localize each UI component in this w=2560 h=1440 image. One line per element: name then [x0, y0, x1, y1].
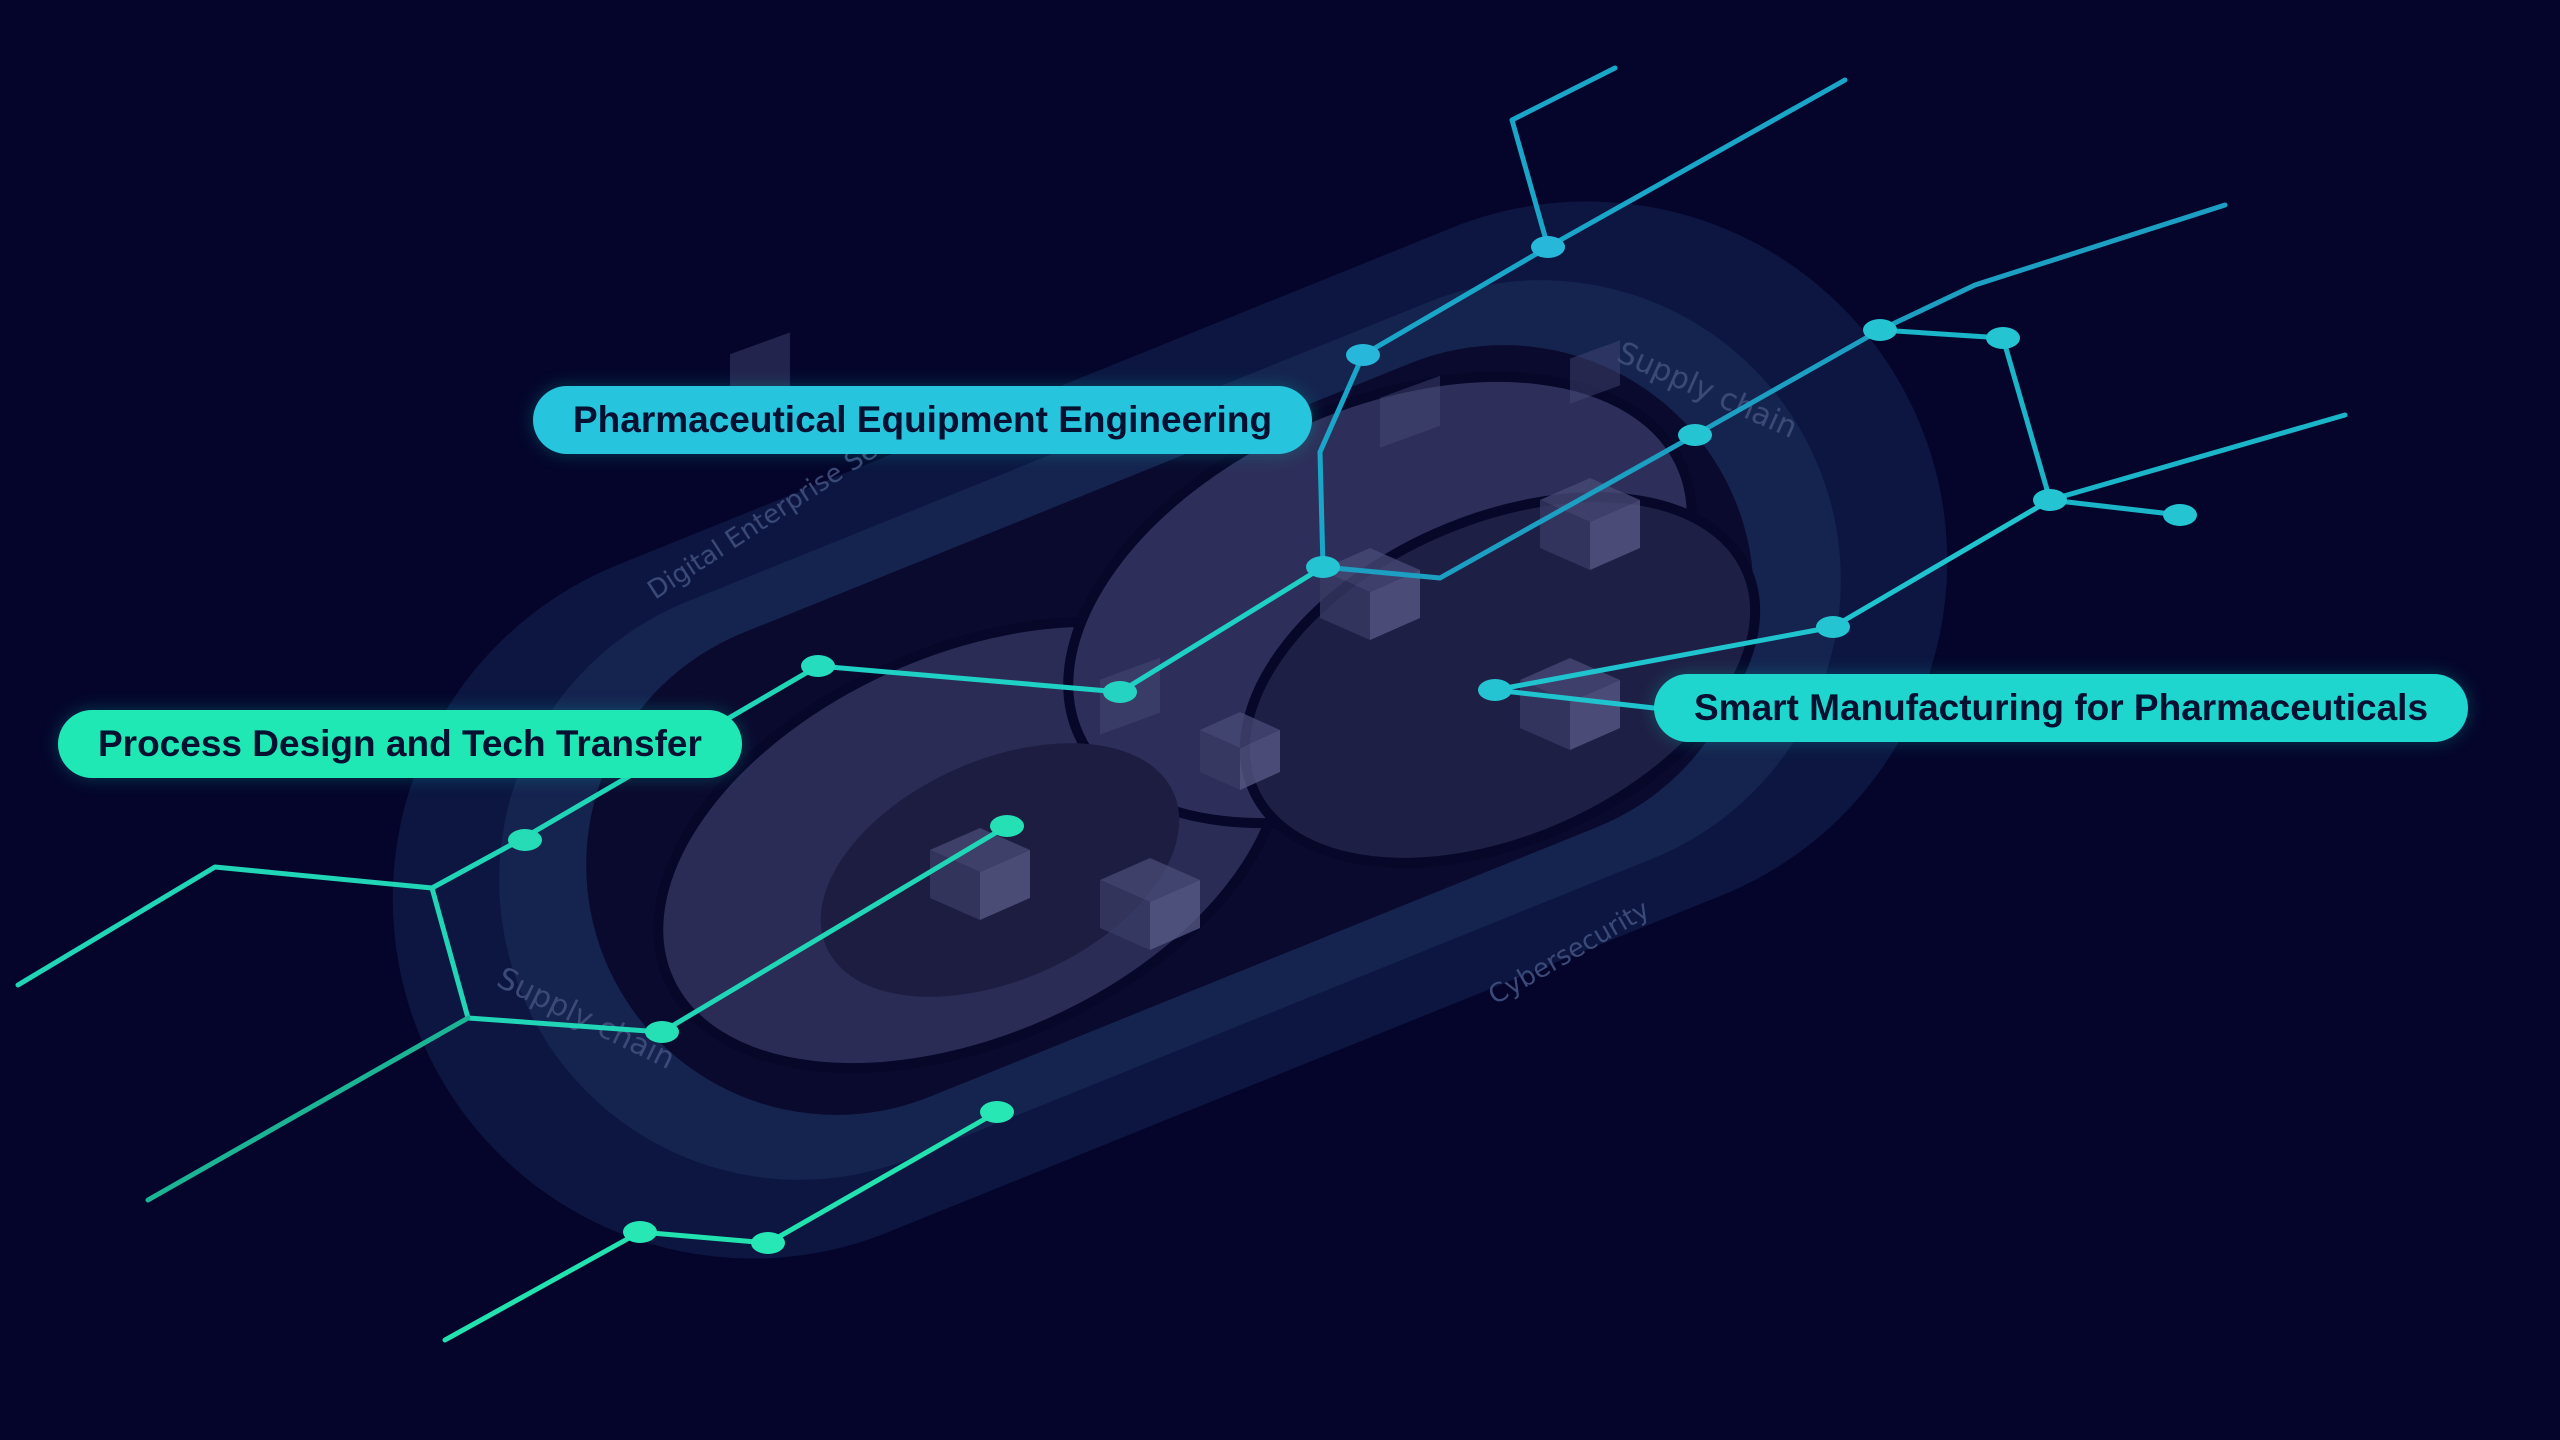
network-nodes [508, 236, 2197, 1254]
network-lines [15, 65, 2348, 1343]
line-smart-top [1877, 327, 2183, 518]
node [1103, 681, 1137, 703]
line-smart-connector [1492, 497, 2053, 711]
line-pdt-lower [145, 1015, 471, 1203]
node [1306, 556, 1340, 578]
node [980, 1101, 1014, 1123]
line-smart-right [2047, 412, 2348, 503]
node [508, 829, 542, 851]
line-equipment-top [1509, 65, 1848, 250]
callout-smart-manufacturing[interactable]: Smart Manufacturing for Pharmaceuticals [1654, 674, 2469, 742]
node [645, 1021, 679, 1043]
node [990, 815, 1024, 837]
line-equipment-main [1317, 244, 1551, 570]
line-equipment-lower [1320, 202, 2228, 581]
node [1478, 679, 1512, 701]
node [1531, 236, 1565, 258]
node [1346, 344, 1380, 366]
node [2033, 489, 2067, 511]
callout-process-design[interactable]: Process Design and Tech Transfer [58, 710, 742, 778]
callout-equipment-engineering[interactable]: Pharmaceutical Equipment Engineering [533, 386, 1313, 454]
node [2163, 504, 2197, 526]
node [1986, 327, 2020, 349]
line-pdt-branch [429, 823, 1010, 1035]
node [1816, 616, 1850, 638]
node [751, 1232, 785, 1254]
node [623, 1221, 657, 1243]
line-bottom [442, 1109, 1000, 1343]
node [1863, 319, 1897, 341]
node [801, 655, 835, 677]
node [1678, 424, 1712, 446]
